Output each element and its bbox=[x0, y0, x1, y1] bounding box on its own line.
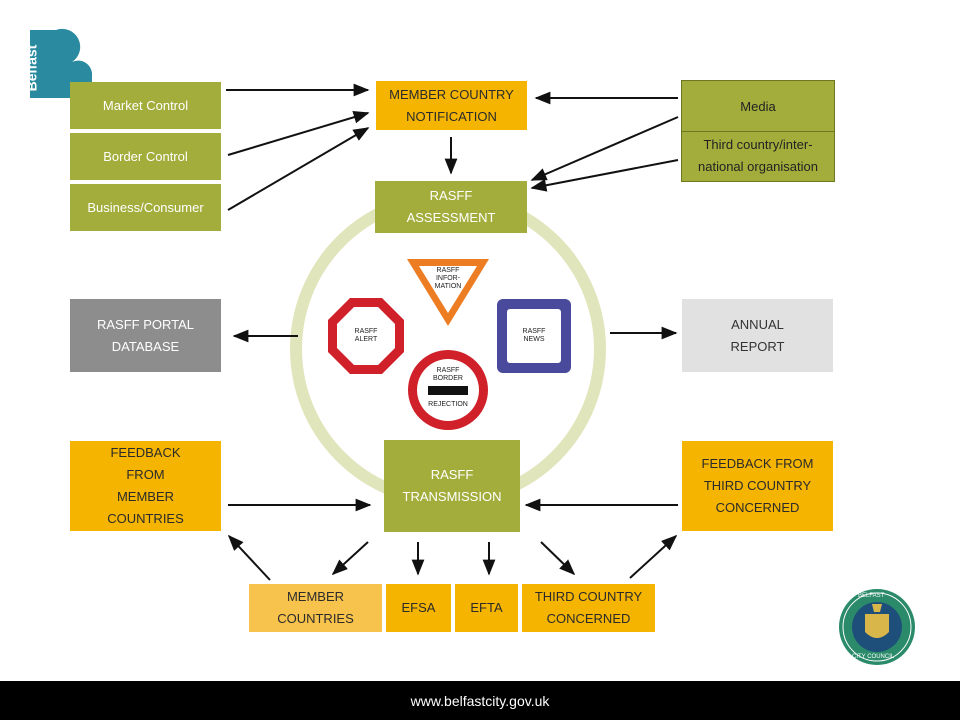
member-country-notification-box: MEMBER COUNTRY NOTIFICATION bbox=[376, 81, 527, 130]
third-country-concerned-box: THIRD COUNTRY CONCERNED bbox=[522, 584, 655, 632]
rasff-border-label: RASFF BORDER bbox=[433, 367, 463, 382]
efta-box: EFTA bbox=[455, 584, 518, 632]
market-control-box: Market Control bbox=[70, 82, 221, 129]
footer-bar: www.belfastcity.gov.uk bbox=[0, 681, 960, 720]
member-countries-box: MEMBER COUNTRIES bbox=[249, 584, 382, 632]
third-country-organisation-label: Third country/inter- national organisati… bbox=[698, 137, 818, 174]
belfast-logo-text: Belfast bbox=[23, 44, 40, 92]
seal-top-text: BELFAST bbox=[858, 593, 885, 599]
media-label: Media bbox=[682, 81, 834, 132]
rasff-transmission-box: RASFF TRANSMISSION bbox=[384, 440, 520, 532]
business-consumer-box: Business/Consumer bbox=[70, 184, 221, 231]
rasff-alert-label: RASFF ALERT bbox=[354, 328, 378, 343]
rasff-portal-database-box: RASFF PORTAL DATABASE bbox=[70, 299, 221, 372]
rasff-border-rejection-sign bbox=[408, 350, 488, 430]
media-box: Media Third country/inter- national orga… bbox=[681, 80, 835, 182]
efsa-box: EFSA bbox=[386, 584, 451, 632]
annual-report-box: ANNUAL REPORT bbox=[682, 299, 833, 372]
feedback-member-countries-box: FEEDBACK FROM MEMBER COUNTRIES bbox=[70, 441, 221, 531]
rasff-information-label: RASFF INFOR- MATION bbox=[434, 267, 462, 290]
seal-bottom-text: CITY COUNCIL bbox=[852, 654, 895, 660]
footer-url[interactable]: www.belfastcity.gov.uk bbox=[410, 692, 550, 709]
rasff-rejection-label: REJECTION bbox=[428, 401, 468, 408]
feedback-third-country-box: FEEDBACK FROM THIRD COUNTRY CONCERNED bbox=[682, 441, 833, 531]
rasff-assessment-box: RASFF ASSESSMENT bbox=[375, 181, 527, 233]
rasff-news-label: RASFF NEWS bbox=[522, 328, 546, 343]
border-control-box: Border Control bbox=[70, 133, 221, 180]
